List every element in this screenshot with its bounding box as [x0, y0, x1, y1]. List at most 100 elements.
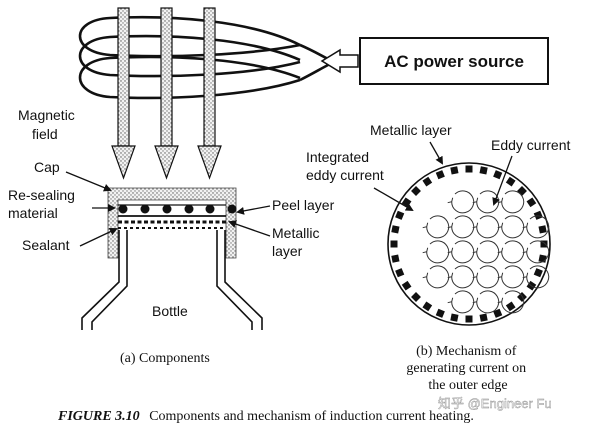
eddy-loop [501, 215, 525, 239]
edge-square [505, 301, 516, 312]
cap-body [107, 187, 237, 259]
eddy-loop-arrowhead [522, 247, 529, 254]
edge-square [411, 292, 421, 302]
edge-square [435, 170, 445, 180]
edge-square [411, 186, 421, 196]
edge-square [533, 268, 543, 278]
sealant-pointer [79, 227, 118, 247]
edge-square [401, 280, 412, 291]
edge-square [465, 165, 473, 173]
sealant-label: Sealant [22, 237, 70, 253]
edge-square [391, 254, 400, 263]
edge-square [422, 176, 433, 187]
bottle-label: Bottle [152, 303, 188, 319]
edge-square [526, 197, 537, 208]
magnetic-field-arrows [111, 7, 222, 180]
edge-square [422, 301, 433, 312]
figure-caption-text: Components and mechanism of induction cu… [149, 409, 474, 424]
caption-b: (b) Mechanism of generating current on t… [406, 344, 529, 393]
eddy-loop [526, 240, 550, 264]
edge-square [479, 166, 488, 175]
coil-loop-2 [78, 34, 301, 78]
eddy-loop [426, 265, 450, 289]
disc-outline [387, 162, 551, 326]
edge-square [540, 240, 548, 248]
eddy-loop [451, 290, 475, 314]
edge-square [493, 308, 503, 318]
metallic-layer-pointer-left [228, 220, 271, 237]
figure-number: FIGURE 3.10 [57, 409, 140, 424]
eddy-loop [501, 265, 525, 289]
eddy-loop-arrowhead [497, 297, 504, 304]
eddy-loop [501, 240, 525, 264]
integrated-eddy-current-label: Integrated eddy current [306, 149, 384, 183]
bottle-neck [81, 230, 263, 330]
eddy-loop-arrowhead [472, 272, 479, 279]
power-source-box [359, 37, 549, 85]
eddy-current-pointer [492, 155, 513, 206]
eddy-current-disc [387, 162, 551, 326]
eddy-loop-arrowhead [497, 222, 504, 229]
eddy-loop [476, 265, 500, 289]
edge-square [505, 176, 516, 187]
edge-square [450, 313, 459, 322]
eddy-loop [476, 240, 500, 264]
eddy-loop [501, 290, 525, 314]
eddy-loop-arrowhead [472, 197, 479, 204]
eddy-loop [501, 190, 525, 214]
eddy-loop-arrowhead [422, 272, 429, 279]
eddy-loop-arrowhead [447, 272, 454, 279]
magnetic-field-label: Magnetic field [18, 107, 79, 142]
eddy-loop-arrowhead [422, 247, 429, 254]
edge-square [538, 225, 547, 234]
eddy-loop-arrowhead [472, 222, 479, 229]
edge-square [465, 315, 473, 323]
resealing-material-label: Re-sealing material [8, 187, 79, 221]
edge-square [450, 166, 459, 175]
eddy-loop-arrowhead [447, 222, 454, 229]
integrated-eddy-pointer [373, 187, 414, 212]
figure-caption: FIGURE 3.10 Components and mechanism of … [57, 409, 474, 424]
eddy-loop-arrowhead [522, 272, 529, 279]
cap-label: Cap [34, 159, 60, 175]
eddy-loop-arrowhead [522, 222, 529, 229]
eddy-loop [451, 215, 475, 239]
eddy-loop [476, 190, 500, 214]
eddy-loop [526, 215, 550, 239]
edge-square [533, 210, 543, 220]
eddy-loop-arrowhead [422, 222, 429, 229]
eddy-loop-arrowhead [497, 272, 504, 279]
eddy-loop [451, 240, 475, 264]
cap-pointer [65, 171, 112, 192]
cap-assembly [107, 187, 237, 259]
edge-square [435, 308, 445, 318]
eddy-loop-arrowhead [472, 297, 479, 304]
eddy-current-label: Eddy current [491, 137, 570, 153]
metallic-layer-pointer-right [429, 141, 443, 165]
power-arrow [320, 48, 359, 74]
eddy-loop [476, 215, 500, 239]
edge-square [390, 240, 398, 248]
peel-layer-pointer [236, 205, 271, 215]
edge-square [395, 210, 405, 220]
edge-current-squares [390, 165, 548, 323]
metallic-layer-label-left: Metallic layer [272, 225, 323, 259]
eddy-loop-arrowhead [447, 197, 454, 204]
edge-square [517, 292, 527, 302]
eddy-loop-arrowhead [497, 247, 504, 254]
field-arrow [197, 7, 222, 180]
watermark: 知乎 @Engineer Fu [438, 396, 552, 411]
edge-square [391, 225, 400, 234]
eddy-current-loops [422, 190, 550, 314]
eddy-loop [451, 265, 475, 289]
eddy-loop-arrowhead [472, 247, 479, 254]
metallic-layer-label-right: Metallic layer [370, 122, 452, 138]
coil-loop-3 [78, 55, 301, 100]
coil-lead-bottom [299, 62, 331, 82]
eddy-loop-arrowhead [447, 297, 454, 304]
peel-layer-label: Peel layer [272, 197, 335, 213]
caption-a: (a) Components [120, 351, 210, 366]
eddy-loop [451, 190, 475, 214]
peel-layer-dots [118, 204, 237, 214]
